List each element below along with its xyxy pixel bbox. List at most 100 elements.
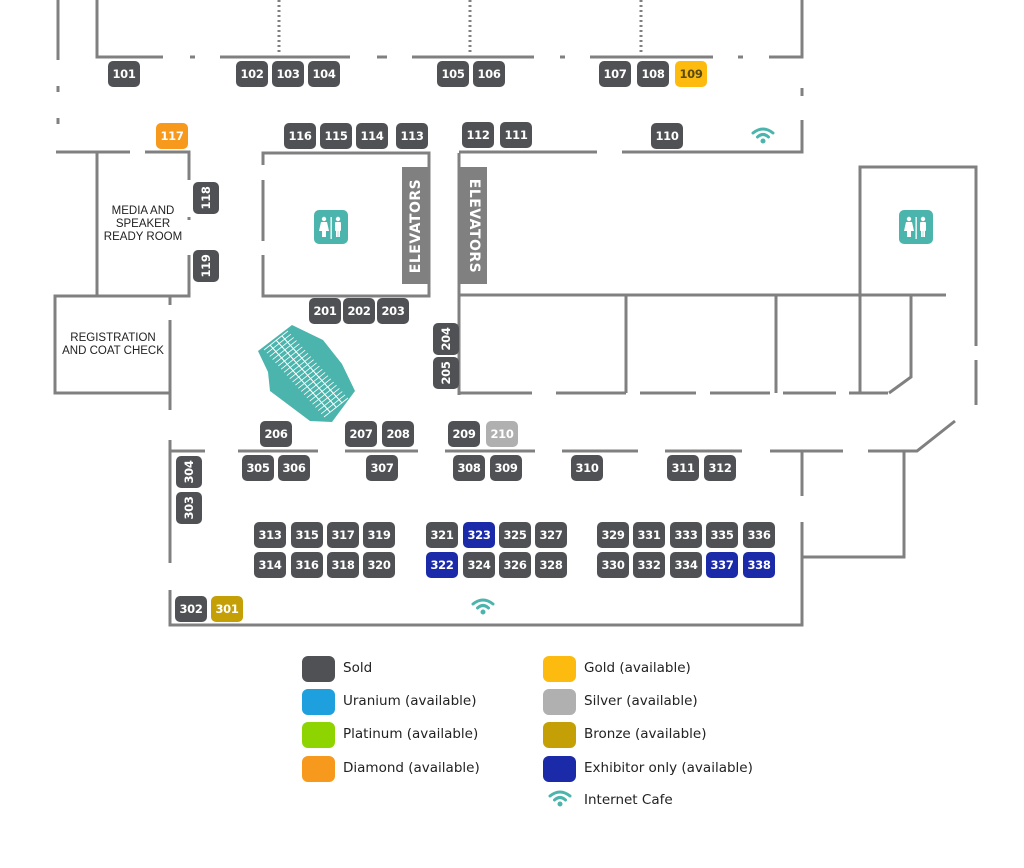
booth-number: 109 xyxy=(679,67,703,81)
booth-324[interactable]: 324 xyxy=(463,552,495,578)
booth-number: 329 xyxy=(601,528,625,542)
booth-203[interactable]: 203 xyxy=(377,298,409,324)
booth-104[interactable]: 104 xyxy=(308,61,340,87)
booth-number: 301 xyxy=(215,602,239,616)
booth-number: 318 xyxy=(331,558,355,572)
booth-101[interactable]: 101 xyxy=(108,61,140,87)
booth-116[interactable]: 116 xyxy=(284,123,316,149)
wifi-icon xyxy=(750,126,776,146)
booth-number: 312 xyxy=(708,461,732,475)
booth-106[interactable]: 106 xyxy=(473,61,505,87)
booth-115[interactable]: 115 xyxy=(320,123,352,149)
booth-number: 113 xyxy=(400,129,424,143)
booth-335[interactable]: 335 xyxy=(706,522,738,548)
stair-step xyxy=(309,381,334,402)
booth-333[interactable]: 333 xyxy=(670,522,702,548)
booth-210[interactable]: 210 xyxy=(486,421,518,447)
booth-338[interactable]: 338 xyxy=(743,552,775,578)
booth-206[interactable]: 206 xyxy=(260,421,292,447)
booth-334[interactable]: 334 xyxy=(670,552,702,578)
booth-102[interactable]: 102 xyxy=(236,61,268,87)
booth-number: 322 xyxy=(430,558,454,572)
booth-207[interactable]: 207 xyxy=(345,421,377,447)
booth-332[interactable]: 332 xyxy=(633,552,665,578)
booth-118[interactable]: 118 xyxy=(193,182,219,214)
booth-314[interactable]: 314 xyxy=(254,552,286,578)
booth-201[interactable]: 201 xyxy=(309,298,341,324)
booth-322[interactable]: 322 xyxy=(426,552,458,578)
booth-202[interactable]: 202 xyxy=(343,298,375,324)
booth-number: 336 xyxy=(747,528,771,542)
booth-301[interactable]: 301 xyxy=(211,596,243,622)
booth-304[interactable]: 304 xyxy=(176,456,202,488)
booth-number: 119 xyxy=(199,254,213,278)
booth-312[interactable]: 312 xyxy=(704,455,736,481)
stair-step xyxy=(298,368,323,389)
legend-label-sold: Sold xyxy=(343,660,373,676)
booth-107[interactable]: 107 xyxy=(599,61,631,87)
booth-119[interactable]: 119 xyxy=(193,250,219,282)
booth-number: 314 xyxy=(258,558,282,572)
booth-117[interactable]: 117 xyxy=(156,123,188,149)
booth-307[interactable]: 307 xyxy=(366,455,398,481)
booth-336[interactable]: 336 xyxy=(743,522,775,548)
booth-208[interactable]: 208 xyxy=(382,421,414,447)
booth-313[interactable]: 313 xyxy=(254,522,286,548)
booth-323[interactable]: 323 xyxy=(463,522,495,548)
booth-327[interactable]: 327 xyxy=(535,522,567,548)
booth-108[interactable]: 108 xyxy=(637,61,669,87)
booth-321[interactable]: 321 xyxy=(426,522,458,548)
booth-209[interactable]: 209 xyxy=(448,421,480,447)
booth-105[interactable]: 105 xyxy=(437,61,469,87)
registration-line: AND COAT CHECK xyxy=(62,345,164,357)
booth-303[interactable]: 303 xyxy=(176,492,202,524)
booth-number: 206 xyxy=(264,427,288,441)
booth-109[interactable]: 109 xyxy=(675,61,707,87)
stair-step xyxy=(320,394,346,415)
stair-step xyxy=(278,346,303,367)
legend-swatch-bronze xyxy=(543,722,576,748)
media-speaker-ready-room-label: MEDIA AND SPEAKER READY ROOM xyxy=(98,205,188,244)
registration-coat-check-label: REGISTRATION AND COAT CHECK xyxy=(56,332,170,358)
media-room-line: MEDIA AND xyxy=(111,205,175,217)
booth-305[interactable]: 305 xyxy=(242,455,274,481)
booth-328[interactable]: 328 xyxy=(535,552,567,578)
booth-number: 316 xyxy=(295,558,319,572)
booth-311[interactable]: 311 xyxy=(667,455,699,481)
booth-319[interactable]: 319 xyxy=(363,522,395,548)
booth-111[interactable]: 111 xyxy=(500,122,532,148)
booth-308[interactable]: 308 xyxy=(453,455,485,481)
booth-317[interactable]: 317 xyxy=(327,522,359,548)
booth-306[interactable]: 306 xyxy=(278,455,310,481)
booth-204[interactable]: 204 xyxy=(433,323,459,355)
booth-325[interactable]: 325 xyxy=(499,522,531,548)
booth-320[interactable]: 320 xyxy=(363,552,395,578)
booth-331[interactable]: 331 xyxy=(633,522,665,548)
booth-326[interactable]: 326 xyxy=(499,552,531,578)
booth-113[interactable]: 113 xyxy=(396,123,428,149)
booth-112[interactable]: 112 xyxy=(462,122,494,148)
booth-315[interactable]: 315 xyxy=(291,522,323,548)
booth-309[interactable]: 309 xyxy=(490,455,522,481)
booth-114[interactable]: 114 xyxy=(356,123,388,149)
booth-318[interactable]: 318 xyxy=(327,552,359,578)
booth-110[interactable]: 110 xyxy=(651,123,683,149)
booth-316[interactable]: 316 xyxy=(291,552,323,578)
legend-swatch-sold xyxy=(302,656,335,682)
booth-number: 106 xyxy=(477,67,501,81)
stair-step xyxy=(263,330,289,351)
booth-302[interactable]: 302 xyxy=(175,596,207,622)
booth-329[interactable]: 329 xyxy=(597,522,629,548)
stair-step xyxy=(312,384,337,405)
booth-number: 203 xyxy=(381,304,405,318)
booth-103[interactable]: 103 xyxy=(272,61,304,87)
booth-number: 337 xyxy=(710,558,734,572)
booth-number: 304 xyxy=(182,460,196,484)
booth-337[interactable]: 337 xyxy=(706,552,738,578)
booth-205[interactable]: 205 xyxy=(433,357,459,389)
elevators-left-label: ELEVATORS xyxy=(407,178,424,273)
booth-310[interactable]: 310 xyxy=(571,455,603,481)
booth-330[interactable]: 330 xyxy=(597,552,629,578)
booth-number: 115 xyxy=(324,129,348,143)
